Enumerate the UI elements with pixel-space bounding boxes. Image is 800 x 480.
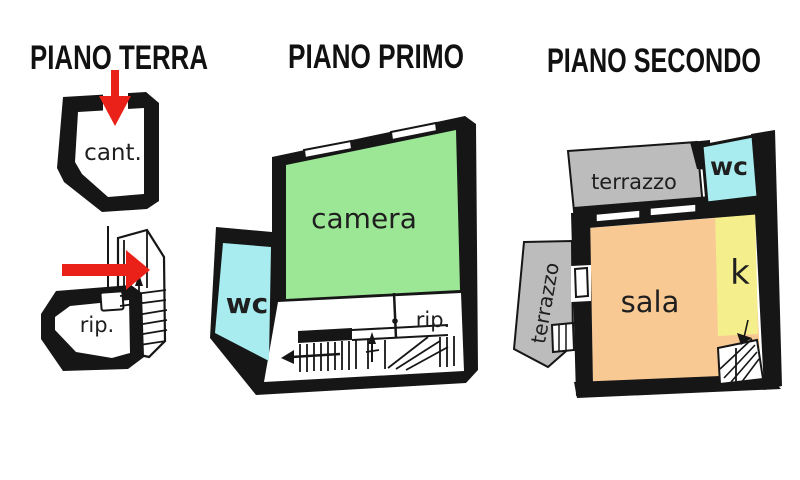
floor-piano-terra: PIANO TERRA cant. rip. (30, 39, 208, 371)
stair-direction-arrow (737, 333, 752, 345)
window-icon (302, 139, 354, 160)
wc-primo-room (215, 243, 271, 361)
hallway-floor (264, 293, 464, 382)
stair-up-marker-head (368, 332, 376, 344)
entry-arrow-right-icon (62, 250, 150, 290)
wc-secondo-label: wc (710, 152, 748, 181)
floor-piano-secondo: PIANO SECONDO terrazzo wc sala k terrazz… (512, 42, 782, 398)
window-icon (649, 203, 697, 217)
wc-primo-label: wc (226, 287, 268, 320)
rip-divider-wall (392, 292, 398, 339)
rip-divider-node (392, 318, 398, 324)
kitchen-room (715, 206, 758, 336)
stair-up-arrow-head (135, 274, 143, 286)
cantina-floor (75, 108, 144, 197)
sala-left-wall (571, 212, 593, 396)
stair-treads-right (439, 336, 455, 367)
stair-treads (299, 340, 369, 372)
stair-up-marker-bar (365, 349, 380, 353)
window-icon (389, 121, 439, 142)
floor-piano-primo: PIANO PRIMO camera wc rip. (210, 38, 478, 395)
ripostiglio-primo-label: rip. (416, 308, 450, 332)
kitchen-label: k (730, 253, 750, 293)
sala-label: sala (621, 285, 680, 319)
piano-primo-title: PIANO PRIMO (288, 38, 464, 76)
stair-fan-treads (719, 319, 760, 384)
window-icon (595, 209, 641, 223)
sala-door-leaf (573, 266, 590, 299)
entry-arrow-down-icon (99, 70, 131, 126)
stair-treads (119, 289, 168, 347)
cantina-label: cant. (84, 140, 142, 166)
piano-secondo-title: PIANO SECONDO (547, 42, 761, 80)
ripostiglio-door (99, 290, 125, 312)
stair-winders (384, 336, 449, 371)
ripostiglio-terra-floor (55, 300, 130, 358)
camera-room (286, 130, 460, 299)
terrazzo-window (550, 321, 576, 354)
terrazzo-top-label: terrazzo (591, 170, 677, 194)
stair-rails (351, 324, 449, 341)
terrazzo-window-bars (558, 324, 567, 351)
camera-label: camera (311, 202, 417, 235)
stair-left-arrow-head (281, 350, 294, 364)
stair-left-arrow-shaft (291, 352, 341, 359)
stair-rail-block (298, 328, 352, 343)
wc-secondo-room (700, 134, 760, 205)
ripostiglio-terra-label: rip. (80, 313, 114, 337)
